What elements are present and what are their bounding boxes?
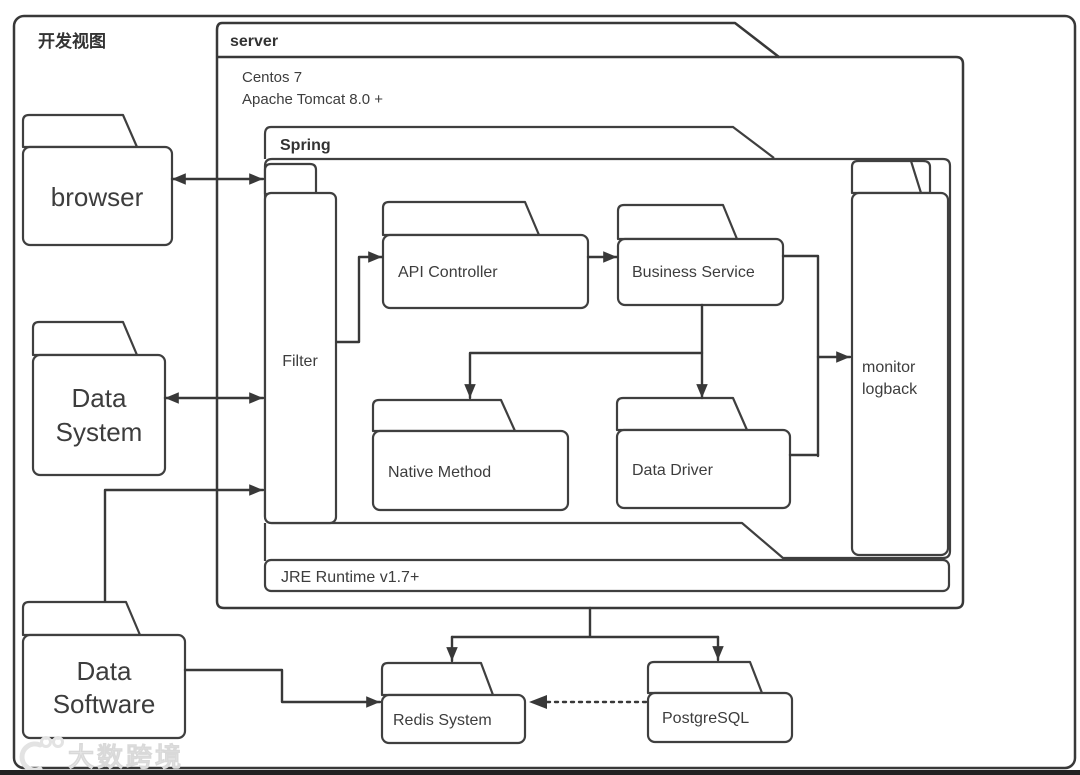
data-system-body [31, 353, 167, 477]
filter-label: Filter [282, 353, 318, 370]
spring-content-box [263, 157, 952, 560]
monitor-folder-body [850, 191, 950, 557]
data-driver-body [615, 428, 792, 510]
native-method-tab [371, 398, 517, 433]
data-software-body [21, 633, 187, 740]
development-view-frame [12, 14, 1077, 770]
monitor-folder-tab [850, 159, 932, 195]
server-os-line: Centos 7 [242, 69, 302, 86]
data-software-label-line1: Data [77, 656, 132, 686]
filter-folder-body [263, 191, 338, 525]
monitor-tab-fold [909, 160, 923, 194]
api-controller-body [381, 233, 590, 310]
browser-folder-body [21, 145, 174, 247]
api-controller-tab [381, 200, 541, 237]
native-method-label: Native Method [388, 464, 491, 481]
server-tomcat-line: Apache Tomcat 8.0 + [242, 91, 383, 108]
business-service-tab [616, 203, 739, 241]
bottom-bar [0, 770, 1080, 775]
watermark-logo [19, 736, 64, 773]
api-controller-label: API Controller [398, 264, 498, 281]
postgresql-body [646, 691, 794, 744]
monitor-label-line2: logback [862, 381, 918, 398]
redis-label: Redis System [393, 712, 492, 729]
business-service-body [616, 237, 785, 307]
redis-body [380, 693, 527, 745]
edge-datasoftware-filter [103, 484, 265, 603]
filter-folder-tab [263, 162, 318, 196]
edge-postgresql-redis-arrowhead [529, 695, 547, 709]
edge-datasoftware-redis [183, 668, 382, 708]
watermark-text: 大数跨境 [68, 742, 184, 772]
postgresql-label: PostgreSQL [662, 710, 749, 727]
spring-tab-outline [263, 125, 775, 159]
edge-server-bottom-branch [450, 606, 720, 639]
data-driver-tab [615, 396, 749, 432]
redis-tab [380, 661, 495, 697]
jre-runtime-bar [263, 558, 951, 593]
data-system-tab [31, 320, 139, 357]
browser-folder-tab [21, 113, 139, 149]
edge-filter-apicontroller [335, 251, 384, 344]
postgresql-tab [646, 660, 764, 695]
server-label: server [230, 33, 278, 50]
jre-runtime-label: JRE Runtime v1.7+ [281, 569, 419, 586]
data-software-label-line2: Software [53, 689, 156, 719]
edge-businessservice-nativemethod [464, 351, 704, 400]
data-system-label-line1: Data [72, 383, 127, 413]
data-driver-label: Data Driver [632, 462, 714, 479]
data-system-label-line2: System [56, 417, 143, 447]
native-method-body [371, 429, 570, 512]
data-software-tab [21, 600, 142, 637]
server-package-outline [215, 21, 965, 610]
view-title: 开发视图 [38, 31, 106, 51]
spring-label: Spring [280, 137, 331, 154]
edge-businessservice-monitor-trunk [781, 254, 820, 458]
monitor-label-line1: monitor [862, 359, 916, 376]
business-service-label: Business Service [632, 264, 755, 281]
browser-label: browser [51, 182, 144, 212]
